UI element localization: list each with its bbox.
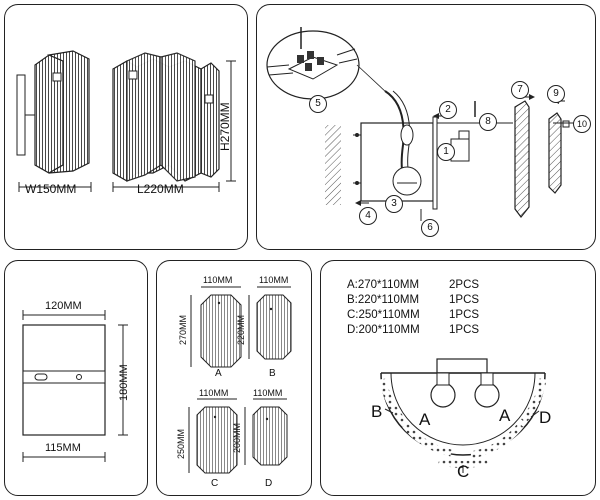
front-view xyxy=(112,52,220,182)
layout-label-c: C xyxy=(457,462,470,481)
glass-c-height: 250MM xyxy=(176,428,186,459)
plate-panel: 120MM 180MM 115MM xyxy=(4,260,148,496)
step-callout-5: 5 xyxy=(309,95,327,113)
width-label: W150MM xyxy=(25,182,77,196)
glass-b-height: 220MM xyxy=(236,314,246,345)
glass-panel-front xyxy=(514,100,530,218)
plate-drawing xyxy=(22,310,128,462)
step-callout-7: 7 xyxy=(511,81,529,99)
glass-panel-b xyxy=(256,294,292,360)
plate-top-width: 120MM xyxy=(45,300,82,312)
height-label: H270MM xyxy=(218,102,232,151)
glass-b-width: 110MM xyxy=(259,275,289,285)
dimensions-panel: W150MM L220MM H270MM xyxy=(4,4,248,250)
length-label: L220MM xyxy=(137,182,184,196)
glass-b-id: B xyxy=(269,368,276,379)
glass-d-id: D xyxy=(265,478,273,489)
step-callout-8: 8 xyxy=(479,113,497,131)
layout-label-d: D xyxy=(539,408,552,427)
glass-panel-specs: 110MM 270MM A 110MM 220MM B 110MM 250MM … xyxy=(156,260,312,496)
dimensions-drawing xyxy=(16,50,236,192)
glass-a-width: 110MM xyxy=(203,275,233,285)
layout-label-b: B xyxy=(371,402,383,421)
glass-d-width: 110MM xyxy=(253,388,283,398)
step-callout-10: 10 xyxy=(573,115,591,133)
assembly-drawing xyxy=(266,27,577,221)
glass-c-width: 110MM xyxy=(199,388,229,398)
layout-label-a-right: A xyxy=(499,406,511,425)
glass-panel-rear xyxy=(548,112,562,194)
terminal-block-detail xyxy=(266,27,388,100)
side-view xyxy=(16,50,90,174)
step-callout-4: 4 xyxy=(359,207,377,225)
plate-bottom-width: 115MM xyxy=(45,442,81,454)
glass-panel-d xyxy=(252,406,288,466)
plate-height: 180MM xyxy=(118,364,130,401)
glass-d-height: 200MM xyxy=(232,422,242,453)
glass-panel-c xyxy=(196,406,238,474)
glass-panel-a xyxy=(200,294,242,368)
step-callout-1: 1 xyxy=(437,143,455,161)
wall-hatch xyxy=(325,125,341,205)
glass-c-id: C xyxy=(211,478,219,489)
step-callout-2: 2 xyxy=(439,101,457,119)
step-callout-3: 3 xyxy=(385,195,403,213)
top-view-drawing xyxy=(379,358,547,473)
assembly-panel: 1 2 3 4 5 6 7 8 9 10 xyxy=(256,4,596,250)
step-callout-6: 6 xyxy=(421,219,439,237)
step-callout-9: 9 xyxy=(547,85,565,103)
glass-a-id: A xyxy=(215,368,222,379)
glass-drawing xyxy=(188,286,292,474)
layout-label-a-left: A xyxy=(419,410,431,429)
glass-a-height: 270MM xyxy=(178,314,188,345)
